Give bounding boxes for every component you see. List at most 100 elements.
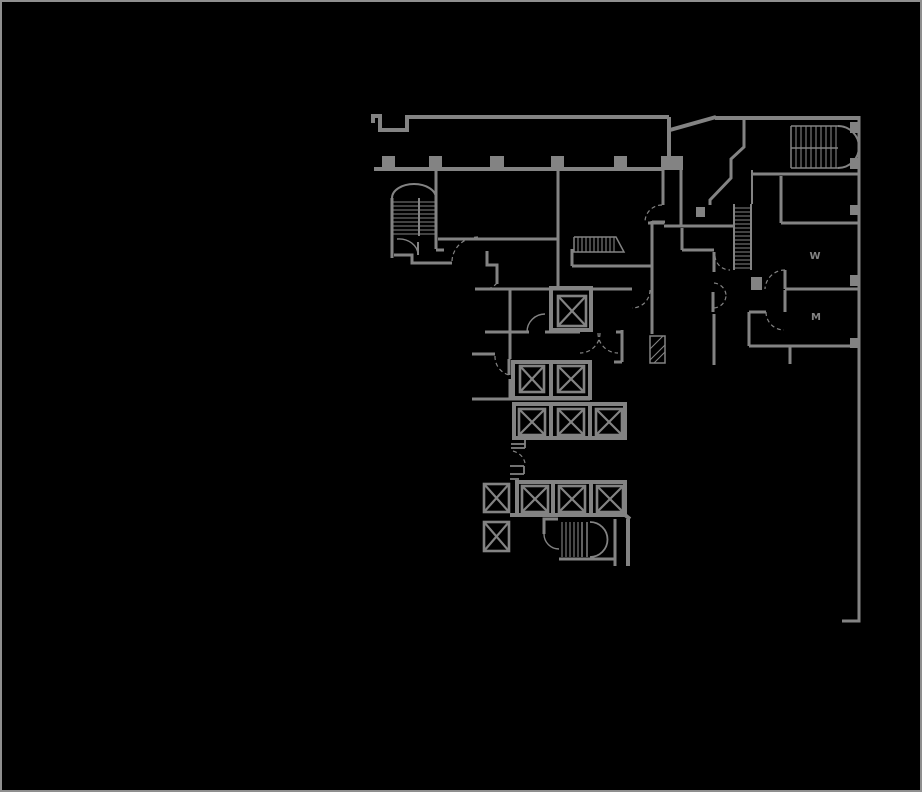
stair-end-arc	[837, 125, 860, 169]
elevator-shaft-symbol	[556, 364, 586, 394]
column	[850, 338, 858, 348]
structural-columns	[382, 122, 858, 348]
elevator-box	[594, 407, 624, 437]
elevator-x-line	[518, 408, 546, 436]
stairwell-northeast	[790, 125, 860, 169]
door-arc	[494, 355, 510, 376]
elevator-x-line	[557, 408, 585, 436]
stair-top-arc	[391, 183, 437, 199]
door-arc	[644, 204, 663, 223]
stair-walls	[542, 517, 617, 566]
stair-treads	[393, 201, 436, 235]
stair-rails	[733, 170, 753, 270]
elevator-x-line	[558, 485, 586, 513]
column	[661, 156, 683, 170]
partition-wall	[650, 220, 665, 334]
stair-ladder-central	[733, 170, 753, 270]
elevator-x-line	[595, 408, 623, 436]
elevator-box	[517, 407, 547, 437]
wall-jog	[485, 251, 499, 284]
elevator-x-line	[557, 365, 585, 393]
duct-hatch	[649, 335, 666, 364]
north-wing	[374, 167, 662, 291]
exterior-walls	[371, 114, 861, 623]
restroom-men: M	[747, 290, 859, 364]
lobby-east-stub	[614, 330, 624, 364]
column	[850, 275, 858, 286]
door-arc	[713, 295, 727, 309]
duct-outline	[649, 335, 666, 364]
elevator-box	[556, 364, 586, 394]
stair-treads	[734, 207, 751, 269]
elevator-shaft-symbol	[482, 482, 511, 514]
elevator-box	[482, 482, 511, 514]
elevator-x-line	[483, 521, 510, 552]
column	[429, 156, 442, 170]
elevator-shaft-symbol	[520, 484, 550, 514]
elevator-box	[595, 484, 625, 514]
elevator-box	[557, 484, 587, 514]
column	[551, 156, 564, 170]
double-door-arc	[597, 332, 619, 354]
door-arc	[713, 282, 727, 296]
elevator-shaft-symbol	[594, 407, 624, 437]
stairwell-south	[542, 517, 617, 566]
elevator-shaft-symbol	[518, 364, 546, 394]
column	[850, 158, 858, 169]
elevator-shaft-symbol	[517, 407, 547, 437]
column	[382, 156, 395, 170]
restroom-access-wall	[711, 292, 716, 365]
corridor-walls	[648, 170, 735, 272]
elevator-x-line	[596, 485, 624, 513]
shaft-divider	[551, 482, 593, 515]
shaft-enclosure-top	[549, 286, 593, 332]
duct-shaft	[649, 335, 666, 364]
door-arc	[451, 236, 479, 262]
threshold-symbols	[510, 440, 526, 480]
east-wing: W M	[644, 117, 860, 365]
stair-outline	[790, 125, 838, 169]
elevator-x-line	[483, 483, 510, 513]
column	[850, 122, 858, 133]
step-symbol	[511, 440, 526, 449]
elevator-x-line	[557, 295, 587, 327]
elevator-shaft-symbols	[482, 294, 625, 553]
elevator-shaft-symbol	[556, 407, 586, 437]
elevator-shaft-symbol	[482, 520, 511, 553]
women-restroom-label: W	[809, 251, 820, 262]
elevator-box	[482, 520, 511, 553]
exterior-wall-north	[371, 114, 859, 170]
elevator-box	[556, 407, 586, 437]
column	[751, 277, 762, 290]
men-restroom-label: M	[811, 312, 821, 323]
central-area	[570, 220, 666, 364]
stair-end-arc	[589, 521, 609, 558]
column	[614, 156, 627, 170]
door-arc	[512, 450, 526, 464]
column	[850, 205, 858, 215]
step-symbol	[510, 465, 525, 480]
restroom-women: W	[764, 176, 859, 291]
door-arc	[764, 269, 786, 290]
restroom-walls	[747, 290, 859, 364]
shaft-enclosure-row3	[512, 402, 627, 440]
stair-treads	[577, 237, 615, 252]
stairwell-northwest	[390, 170, 444, 258]
door-arc	[765, 311, 785, 331]
column	[696, 207, 705, 217]
door-arc	[396, 238, 419, 256]
core-south-wall	[510, 513, 632, 566]
stair-run-mid	[573, 236, 626, 253]
double-door-arc	[579, 332, 601, 354]
elevator-box	[520, 484, 550, 514]
landing-walls	[570, 249, 652, 268]
door-arc	[631, 289, 651, 309]
door-arc	[526, 313, 546, 333]
elevator-box	[556, 294, 588, 328]
door-arc	[543, 533, 560, 550]
restroom-walls	[779, 176, 859, 291]
zigzag-wall	[708, 117, 746, 205]
elevator-shaft-symbol	[595, 484, 625, 514]
shaft-divider	[549, 404, 592, 438]
